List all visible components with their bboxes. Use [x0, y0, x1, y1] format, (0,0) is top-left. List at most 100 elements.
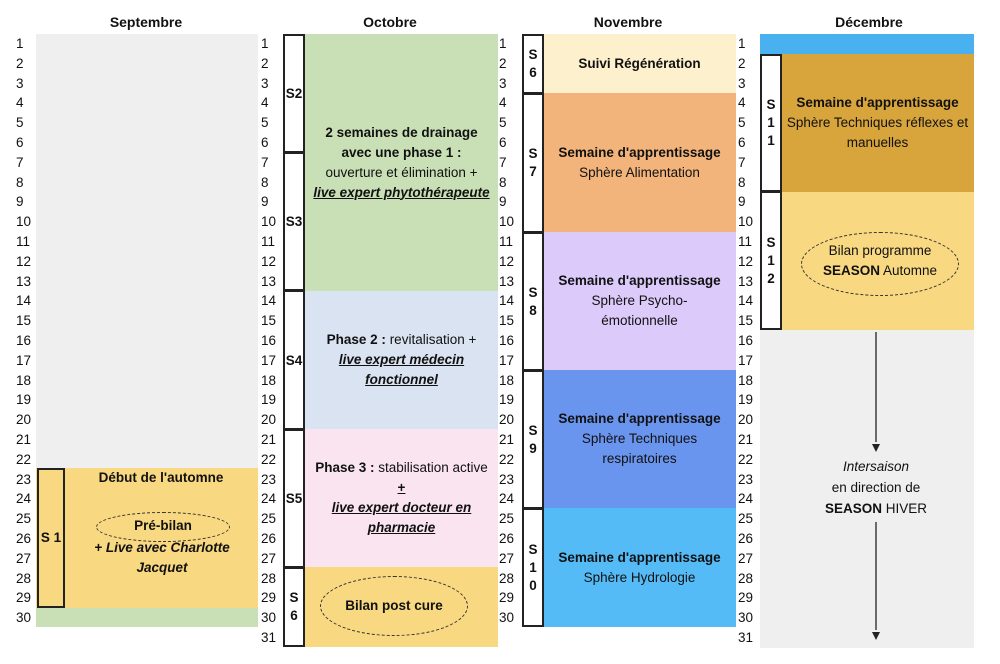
- day-number: 14: [261, 293, 277, 309]
- day-number: 12: [16, 253, 32, 269]
- day-number: 19: [261, 392, 277, 408]
- phase3-text: stabilisation active: [378, 460, 488, 475]
- phase2-label: Phase 2 :: [326, 332, 386, 347]
- week-label-s4: S4: [283, 290, 305, 430]
- day-number: 16: [261, 333, 277, 348]
- day-number: 30: [16, 610, 32, 626]
- day-number: 13: [738, 273, 754, 289]
- day-number: 15: [499, 313, 515, 329]
- s10-text: Sphère Hydrologie: [583, 569, 696, 585]
- day-number: 27: [499, 550, 515, 566]
- september-block-title: Début de l'automne: [98, 470, 224, 485]
- day-number: 21: [738, 432, 754, 447]
- day-number: 5: [499, 115, 507, 131]
- day-number: 23: [261, 471, 277, 487]
- day-number: 6: [261, 135, 269, 150]
- s7-text: Sphère Alimentation: [579, 164, 700, 180]
- day-number: 27: [261, 550, 277, 566]
- phase3-label: Phase 3 :: [315, 460, 375, 475]
- s9-text: Sphère Techniques respiratoires: [581, 431, 698, 466]
- day-number: 23: [16, 471, 32, 487]
- day-number: 24: [738, 491, 754, 507]
- day-number: 19: [16, 392, 32, 408]
- day-number: 9: [261, 194, 269, 210]
- day-number: 3: [261, 75, 269, 91]
- s11-title: Semaine d'apprentissage: [796, 95, 959, 110]
- day-number: 25: [261, 511, 277, 527]
- day-number: 28: [261, 570, 277, 586]
- day-number: 21: [499, 432, 515, 447]
- day-number: 23: [499, 471, 515, 487]
- s10-title: Semaine d'apprentissage: [558, 549, 721, 565]
- day-number: 11: [738, 234, 753, 249]
- day-number: 20: [738, 412, 754, 428]
- day-number: 29: [738, 590, 754, 606]
- day-number: 2: [499, 55, 507, 71]
- day-number: 29: [261, 590, 277, 606]
- day-number: 19: [738, 392, 754, 408]
- day-number: 10: [499, 214, 515, 230]
- day-number: 13: [261, 273, 277, 289]
- week-label-s6-november: S 6: [522, 34, 544, 94]
- day-number: 7: [499, 154, 507, 170]
- week-label-s10: S 1 0: [522, 508, 544, 627]
- day-number: 14: [499, 293, 515, 309]
- december-s11-block: Semaine d'apprentissage Sphère Technique…: [781, 54, 974, 192]
- day-number: 16: [16, 333, 32, 348]
- day-number: 12: [738, 253, 754, 269]
- day-number: 6: [16, 135, 24, 150]
- september-empty-block: [36, 34, 258, 468]
- day-number: 23: [738, 471, 754, 487]
- day-number: 20: [499, 412, 515, 428]
- week-label-s7: S 7: [522, 93, 544, 233]
- day-number: 5: [738, 115, 746, 131]
- week-label-s6-october: S 6: [283, 567, 305, 647]
- phase2-text: revitalisation +: [389, 332, 477, 347]
- october-phase2-block: Phase 2 : revitalisation + live expert m…: [305, 291, 498, 429]
- live-charlotte-text: + Live avec Charlotte Jacquet: [94, 540, 230, 575]
- november-suivi-block: Suivi Régénération: [543, 34, 736, 93]
- day-number: 19: [499, 392, 515, 408]
- day-number: 26: [499, 531, 515, 546]
- day-number: 21: [16, 432, 32, 447]
- november-s10-block: Semaine d'apprentissage Sphère Hydrologi…: [543, 508, 736, 627]
- phase2-live: live expert médecin fonctionnel: [338, 352, 465, 387]
- day-number: 24: [16, 491, 32, 507]
- day-number: 13: [499, 273, 515, 289]
- day-number: 9: [16, 194, 24, 210]
- bilan-post-cure-ellipse: [320, 576, 468, 636]
- day-number: 4: [16, 95, 24, 111]
- day-number: 11: [16, 234, 31, 249]
- day-number: 24: [261, 491, 277, 507]
- intersaison-label: Intersaison: [842, 459, 910, 474]
- day-number: 18: [261, 372, 277, 388]
- s11-text: Sphère Techniques réflexes et manuelles: [786, 115, 969, 150]
- season-suffix: HIVER: [885, 501, 928, 516]
- day-number: 26: [738, 531, 754, 546]
- day-number: 14: [16, 293, 32, 309]
- s8-title: Semaine d'apprentissage: [558, 273, 721, 288]
- day-number: 5: [261, 115, 269, 131]
- month-header-september: Septembre: [109, 14, 183, 30]
- november-s7-block: Semaine d'apprentissage Sphère Alimentat…: [543, 93, 736, 232]
- day-number: 20: [261, 412, 277, 428]
- day-number: 26: [261, 531, 277, 546]
- day-number: 7: [261, 154, 269, 170]
- day-number: 22: [16, 451, 32, 467]
- day-number: 31: [261, 630, 277, 645]
- drainage-live: live expert phytothérapeute: [313, 184, 490, 200]
- day-number: 4: [738, 95, 746, 111]
- day-number: 2: [738, 55, 746, 71]
- day-number: 30: [738, 610, 754, 626]
- december-first-day-block: [760, 34, 974, 54]
- december-intersaison-block: [760, 330, 974, 648]
- week-label-s3: S3: [283, 152, 305, 291]
- week-label-s8: S 8: [522, 232, 544, 371]
- day-number: 13: [16, 273, 32, 289]
- day-number: 22: [261, 451, 277, 467]
- day-number: 25: [738, 511, 754, 527]
- day-number: 31: [738, 630, 754, 645]
- october-drainage-block: 2 semaines de drainage avec une phase 1 …: [305, 34, 498, 291]
- day-number: 11: [261, 234, 276, 249]
- day-number: 27: [16, 550, 32, 566]
